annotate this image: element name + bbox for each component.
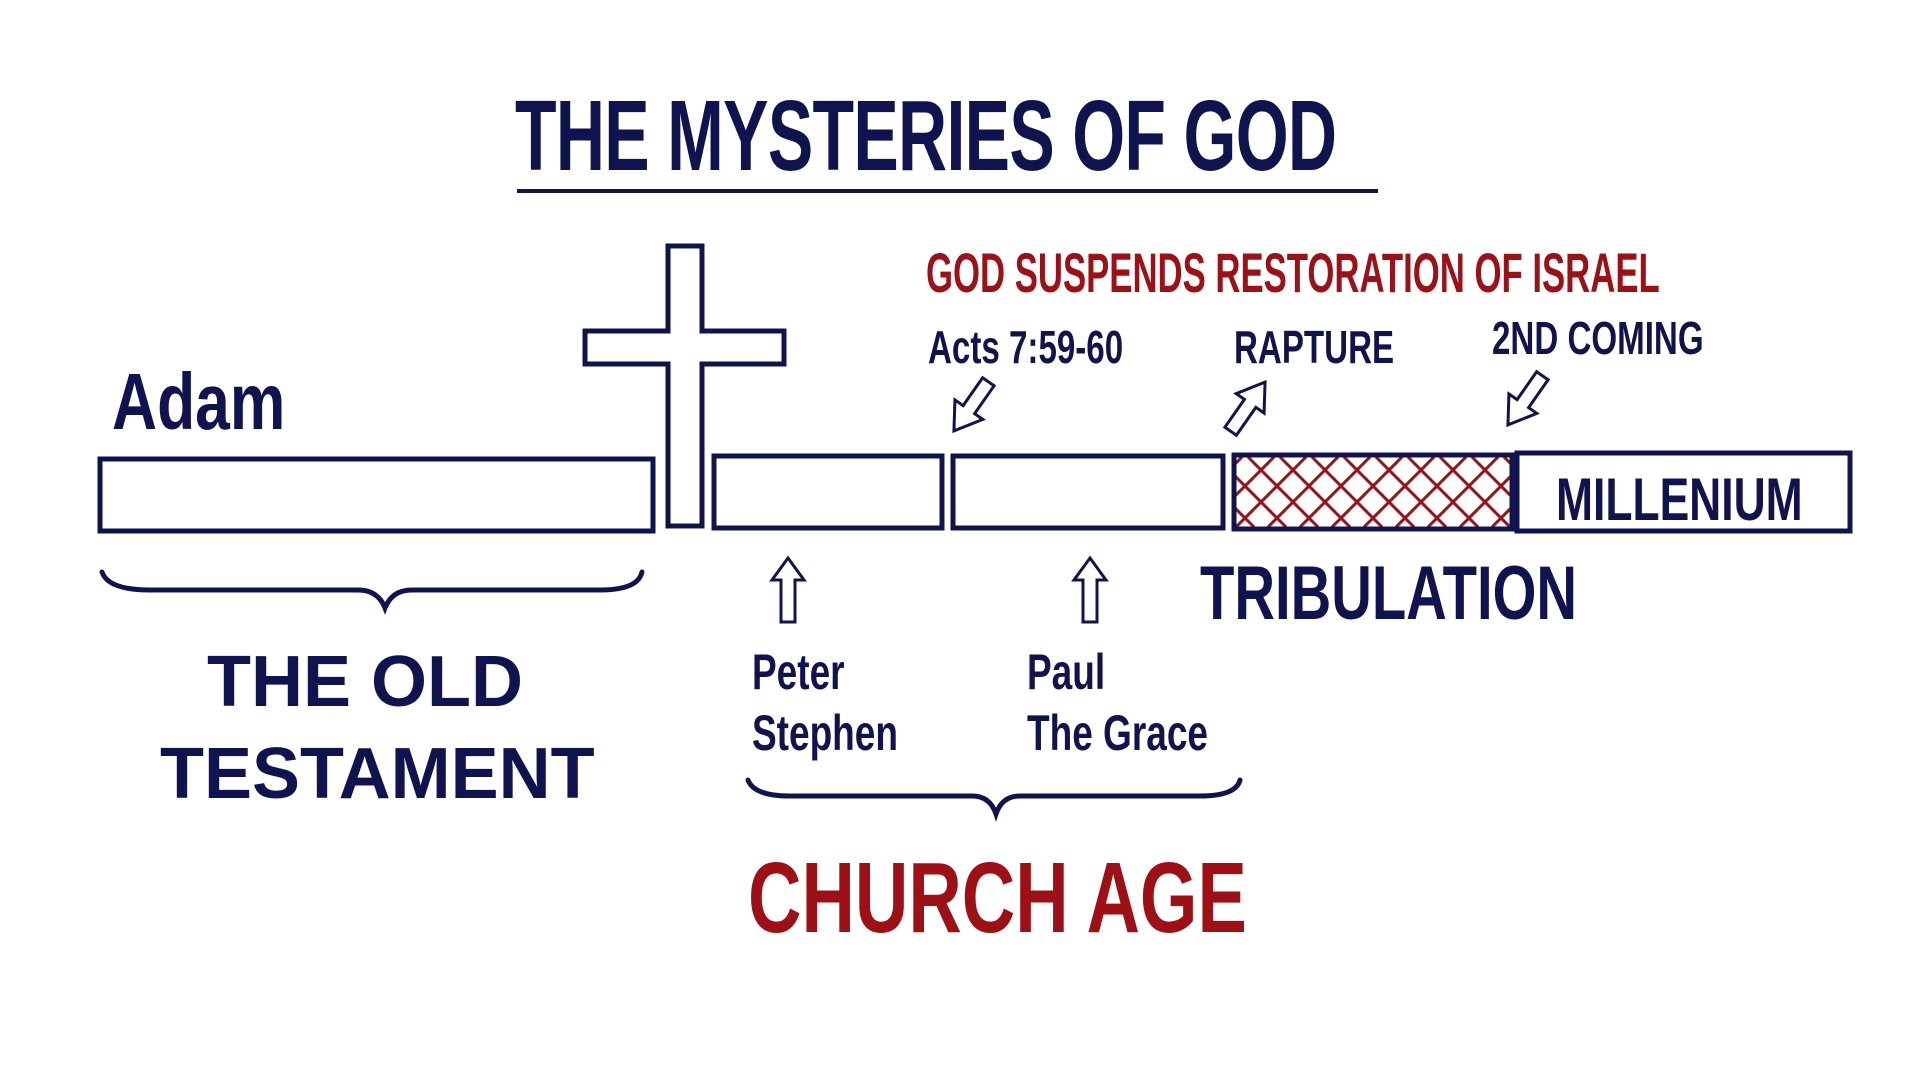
subtitle: GOD SUSPENDS RESTORATION OF ISRAEL xyxy=(926,241,1660,304)
up-arrow-icon xyxy=(769,555,807,624)
cross-icon xyxy=(582,243,787,529)
old-testament-box xyxy=(97,456,656,534)
old-testament-label: THE OLD TESTAMENT xyxy=(160,642,595,814)
paul-grace-label: Paul The Grace xyxy=(1027,642,1249,764)
rapture-label: RAPTURE xyxy=(1234,321,1395,373)
church-age-label: CHURCH AGE xyxy=(748,842,1247,954)
acts-label: Acts 7:59-60 xyxy=(928,321,1124,373)
peter-stephen-box xyxy=(711,453,945,531)
millenium-box xyxy=(1514,450,1853,534)
church-age-brace xyxy=(745,777,1243,822)
up-arrow-icon xyxy=(1222,379,1267,438)
tribulation-label: TRIBULATION xyxy=(1200,551,1577,636)
peter-stephen-label: Peter Stephen xyxy=(752,642,974,764)
second-coming-label: 2ND COMING xyxy=(1492,312,1704,364)
paul-name: Paul xyxy=(1027,644,1106,700)
tribulation-box xyxy=(1231,452,1515,532)
down-arrow-icon xyxy=(1506,369,1551,428)
up-arrow-icon xyxy=(1071,555,1109,624)
old-testament-brace xyxy=(99,569,645,615)
adam-label: Adam xyxy=(112,357,286,446)
grace-name: The Grace xyxy=(1027,705,1208,761)
paul-grace-box xyxy=(950,453,1226,531)
millenium-label: MILLENIUM xyxy=(1556,466,1803,533)
down-arrow-icon xyxy=(952,375,997,434)
stephen-name: Stephen xyxy=(752,705,898,761)
page-title: THE MYSTERIES OF GOD xyxy=(515,80,1337,192)
peter-name: Peter xyxy=(752,644,845,700)
